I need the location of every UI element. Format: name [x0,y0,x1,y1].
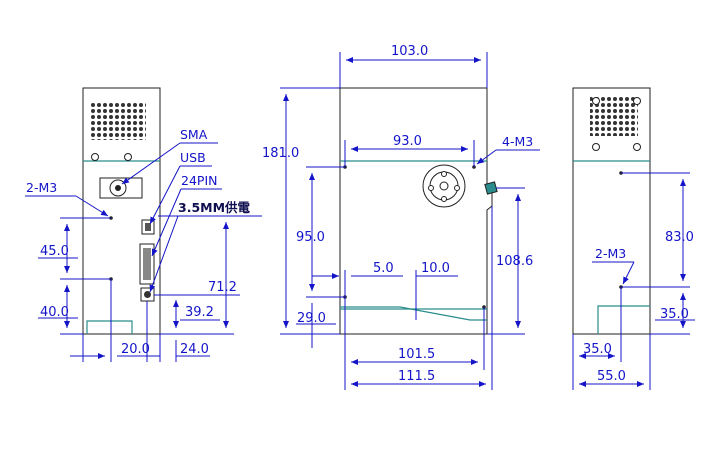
dim-35-horizontal: 35.0 [583,342,612,357]
back-holes-label: 2-M3 [595,246,626,261]
side-inner-line [340,306,487,321]
side-holes-label: 4-M3 [502,134,533,149]
front-screw-left-icon [91,153,99,161]
dim-101-5: 101.5 [398,347,435,362]
dim-29: 29.0 [297,311,326,326]
dim-35-vertical: 35.0 [660,307,689,322]
dim-103: 103.0 [391,44,428,59]
dim-10: 10.0 [421,261,450,276]
front-view: SMA USB 24PIN 3.5MM供電 2-M3 45.0 40.0 20.… [25,87,262,362]
dim-71-2: 71.2 [208,280,237,295]
dim-93: 93.0 [393,134,422,149]
usb-label: USB [180,150,206,165]
side-view: 103.0 181.0 93.0 4-M3 95.0 5.0 10.0 [262,44,540,390]
dim-181: 181.0 [262,146,299,161]
back-screw-br-icon [633,143,641,151]
usb-port-inner-icon [145,223,151,231]
power-label: 3.5MM供電 [178,200,251,215]
side-connector-icon [484,181,498,195]
dim-95: 95.0 [296,230,325,245]
dim-45: 45.0 [40,244,69,259]
side-knob-hub-icon [439,181,449,191]
front-holes-label: 2-M3 [26,180,57,195]
front-screw-right-icon [124,153,132,161]
dim-55: 55.0 [597,369,626,384]
dim-83: 83.0 [665,230,694,245]
back-view: 83.0 35.0 2-M3 35.0 55.0 [572,87,695,390]
back-screw-tl-icon [592,97,600,105]
dim-20: 20.0 [121,342,150,357]
sma-label: SMA [180,127,208,142]
dim-108-6: 108.6 [496,254,533,269]
power-jack-hole-icon [144,291,151,298]
pin24-connector-inner-icon [143,248,151,280]
dim-111-5: 111.5 [398,369,435,384]
pin24-label: 24PIN [181,173,217,188]
back-screw-bl-icon [592,143,600,151]
back-screw-tr-icon [633,97,641,105]
front-vent-icon [90,102,146,140]
dim-39-2: 39.2 [185,305,214,320]
dim-40: 40.0 [40,305,69,320]
sma-connector-pin-icon [115,185,121,191]
front-bottom-bracket [86,320,133,334]
dim-5: 5.0 [373,261,394,276]
dim-24: 24.0 [180,342,209,357]
back-bottom-bracket [597,305,650,334]
